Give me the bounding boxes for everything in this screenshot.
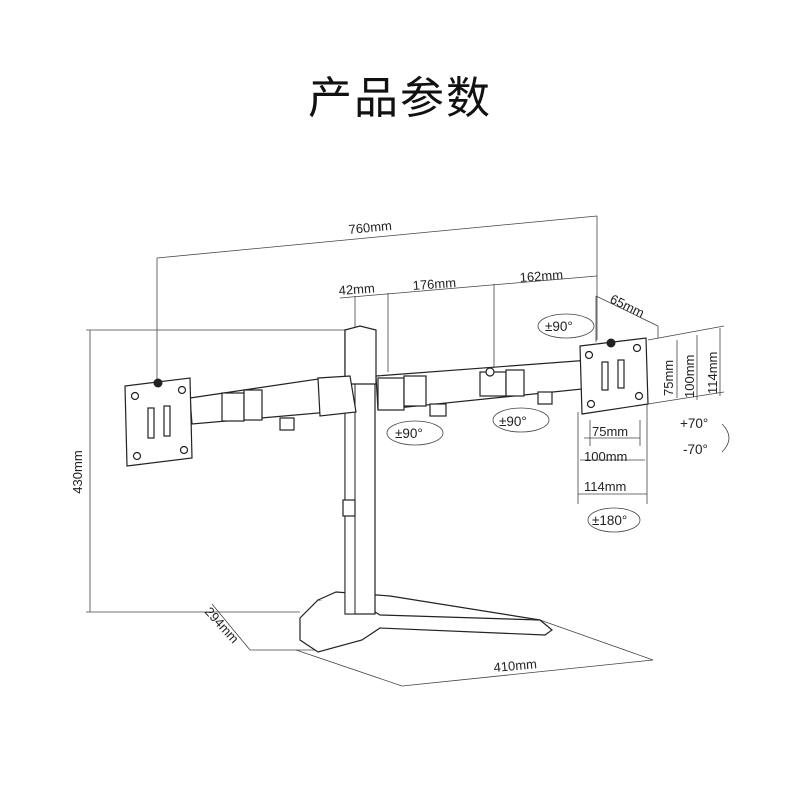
dim-arm-segment-2: 162mm <box>519 267 563 285</box>
right-arm <box>375 359 593 417</box>
right-vesa-plate <box>579 337 649 415</box>
left-arm <box>189 375 357 431</box>
angle-rotate: ±180° <box>592 513 627 528</box>
rotation-arrows <box>386 313 730 533</box>
dim-vesa-v-100: 100mm <box>682 355 697 398</box>
dim-vesa-h-75: 75mm <box>592 424 628 439</box>
dim-vesa-v-75: 75mm <box>661 360 676 396</box>
angle-swivel-joint-1: ±90° <box>395 426 423 441</box>
dim-vesa-h-100: 100mm <box>584 449 627 464</box>
page-title: 产品参数 <box>308 73 492 124</box>
dim-arm-offset: 42mm <box>338 281 375 298</box>
dim-vesa-h-114: 114mm <box>584 479 626 494</box>
dim-base-width: 410mm <box>493 656 538 675</box>
dim-height: 430mm <box>70 450 85 493</box>
dim-vesa-v-114: 114mm <box>705 352 720 394</box>
dim-base-depth: 294mm <box>202 604 242 646</box>
angle-swivel-joint-2: ±90° <box>499 414 527 429</box>
angle-tilt-down: -70° <box>683 442 708 457</box>
angle-tilt-up: +70° <box>680 416 708 431</box>
left-vesa-plate <box>124 377 193 467</box>
dimension-lines <box>86 215 725 687</box>
dim-total-width: 760mm <box>348 218 393 237</box>
dim-arm-segment-1: 176mm <box>412 275 456 293</box>
angle-swivel-plate: ±90° <box>545 319 573 334</box>
dim-plate-offset: 65mm <box>608 291 647 320</box>
